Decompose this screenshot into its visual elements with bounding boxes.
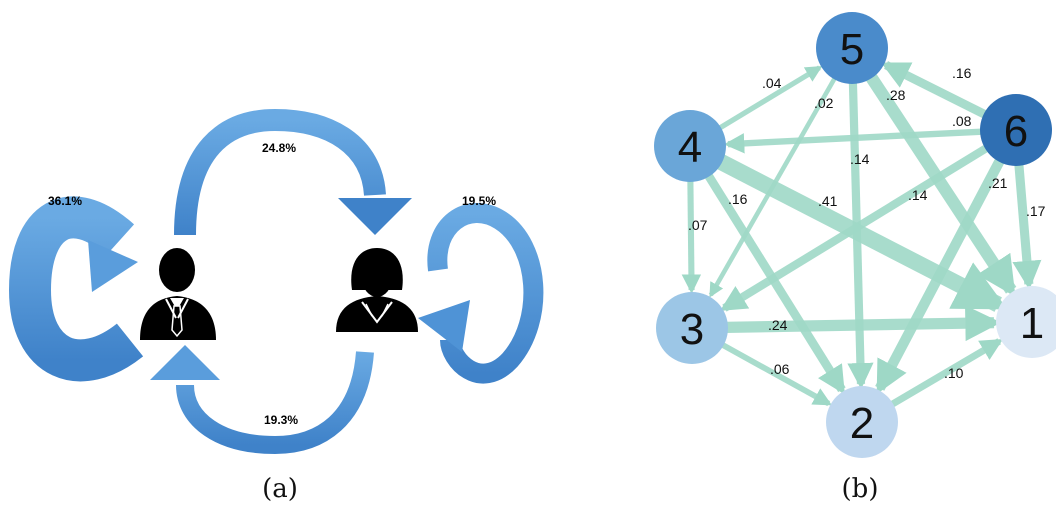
node-label-3: 3 (680, 305, 704, 354)
flow-woman-to-man-arrow (150, 345, 374, 455)
edge-label-3-to-2: .06 (770, 361, 790, 377)
network-edges (681, 61, 1042, 408)
node-label-2: 2 (850, 399, 874, 448)
edge-label-6-to-5: .16 (952, 65, 972, 81)
businesswoman-icon (336, 248, 418, 332)
edge-label-6-to-2: .21 (988, 175, 1008, 191)
edge-label-5-to-3: .02 (814, 95, 834, 111)
edge-3-to-2 (720, 341, 832, 407)
edge-label-4-to-5: .04 (762, 75, 782, 91)
edge-6-to-1 (1012, 163, 1042, 290)
edge-label-6-to-4: .08 (952, 113, 972, 129)
edge-2-to-1 (889, 338, 1004, 408)
edge-label-2-to-1: .10 (944, 365, 964, 381)
edge-label-3-to-1: .24 (768, 317, 788, 333)
edge-4-to-5 (717, 65, 823, 131)
node-circle-2 (826, 386, 898, 458)
flow-woman-to-man-label: 19.3% (264, 413, 298, 427)
node-label-5: 5 (840, 25, 864, 74)
edge-3-to-1 (725, 305, 1002, 342)
edge-label-4-to-2: .16 (728, 191, 748, 207)
edge-label-6-to-1: .17 (1026, 203, 1046, 219)
panel-a-caption: (a) (262, 474, 298, 504)
edge-label-5-to-2: .14 (850, 151, 870, 167)
node-circle-4 (654, 110, 726, 182)
node-circle-3 (656, 292, 728, 364)
flow-man-to-woman-label: 24.8% (262, 141, 296, 155)
edge-4-to-3 (681, 179, 702, 294)
edge-label-4-to-3: .07 (688, 217, 708, 233)
flow-man-self-arrow (8, 196, 144, 382)
node-label-4: 4 (678, 123, 702, 172)
node-1: 1 (996, 286, 1056, 358)
node-label-6: 6 (1004, 107, 1028, 156)
node-6: 6 (980, 94, 1052, 166)
node-circle-5 (816, 12, 888, 84)
panel-b-caption: (b) (842, 474, 879, 504)
flow-man-self-label: 36.1% (48, 194, 82, 208)
node-4: 4 (654, 110, 726, 182)
flow-woman-self-arrow (418, 203, 544, 384)
businessman-icon (140, 248, 216, 340)
node-2: 2 (826, 386, 898, 458)
edge-label-6-to-3: .14 (908, 187, 928, 203)
node-3: 3 (656, 292, 728, 364)
flow-woman-self-label: 19.5% (462, 194, 496, 208)
panel-a: 36.1% 24.8% 19.5% 19.3% (a) (8, 108, 544, 504)
network-nodes: 1 2 3 4 5 6 (654, 12, 1056, 458)
edge-4-to-1 (716, 154, 1008, 312)
node-label-1: 1 (1020, 299, 1044, 348)
network-edge-labels: .16 .08 .14 .21 .17 .28 .14 .02 .04 .41 .16 .07 .24.… (688, 65, 1046, 381)
node-5: 5 (816, 12, 888, 84)
edge-label-4-to-1: .41 (818, 193, 838, 209)
node-circle-1 (996, 286, 1056, 358)
node-circle-6 (980, 94, 1052, 166)
edge-5-to-1 (865, 73, 1017, 297)
edge-4-to-2 (704, 172, 846, 395)
edge-label-5-to-1: .28 (886, 87, 906, 103)
edge-6-to-5 (880, 61, 988, 119)
flow-man-to-woman-arrow (174, 108, 412, 236)
